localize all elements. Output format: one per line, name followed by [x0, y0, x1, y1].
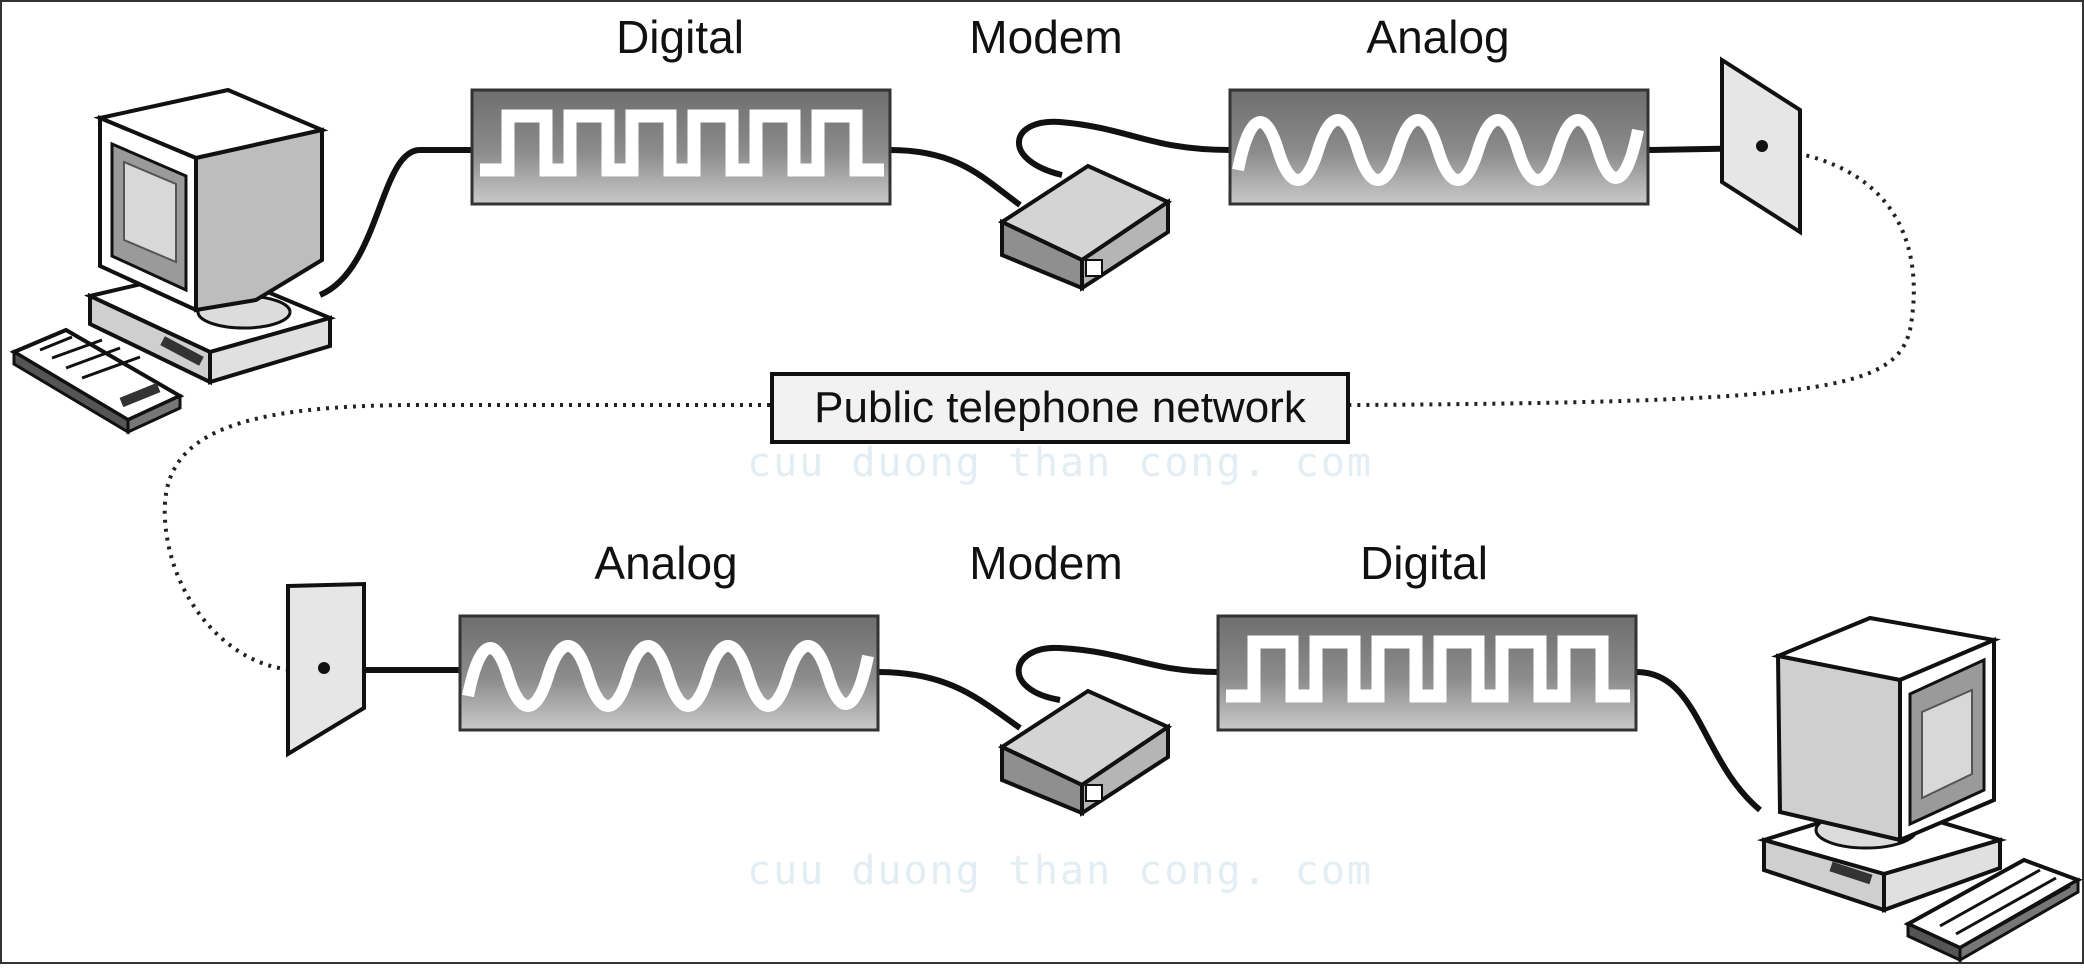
sine-wave-icon [462, 640, 874, 712]
modem-icon [997, 163, 1173, 292]
top-modem-label: Modem [969, 11, 1123, 63]
network-dotted-line [162, 146, 1916, 672]
digital-signal-box-top [470, 88, 892, 206]
sine-wave-icon [1232, 114, 1644, 186]
analog-signal-box-bottom [458, 614, 880, 732]
computer-icon [9, 87, 337, 435]
network-label: Public telephone network [770, 372, 1350, 444]
cable-digital-to-modem1 [889, 147, 1022, 208]
cable-digital-to-computer2 [1635, 669, 1762, 813]
bottom-left-signal-label: Analog [594, 537, 738, 589]
top-left-signal-label: Digital [616, 11, 744, 63]
bottom-right-signal-label: Digital [1360, 537, 1488, 589]
wall-jack-icon [1720, 56, 1802, 236]
square-wave-icon [480, 109, 884, 177]
cable-computer1-to-digital [318, 147, 472, 298]
computer-icon [1756, 615, 2083, 963]
cable-modem1-to-analog [1016, 118, 1231, 178]
wall-jack-icon [286, 581, 366, 758]
digital-signal-box-bottom [1216, 614, 1638, 732]
modem-icon [997, 688, 1173, 817]
watermark-text: cuu duong than cong. com [747, 848, 1373, 894]
cable-modem2-to-digital [1015, 644, 1219, 703]
cable-analog-to-modem2 [877, 669, 1022, 731]
top-right-signal-label: Analog [1366, 11, 1510, 63]
analog-signal-box-top [1228, 88, 1650, 206]
square-wave-icon [1226, 635, 1630, 703]
watermark-text: cuu duong than cong. com [747, 440, 1373, 486]
bottom-modem-label: Modem [969, 537, 1123, 589]
